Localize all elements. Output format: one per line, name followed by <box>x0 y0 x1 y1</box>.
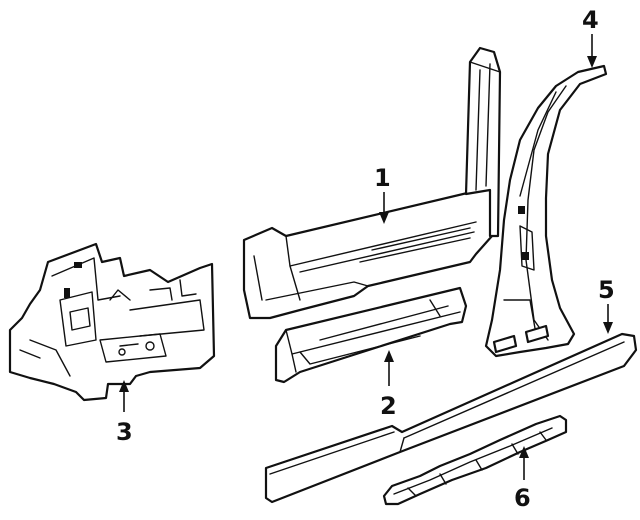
part-1-rocker-outer-panel <box>242 46 502 320</box>
arrowhead-1 <box>379 212 389 224</box>
part-2-sill-reinforcement <box>274 286 468 384</box>
callout-5: 5 <box>598 276 615 304</box>
part-5-rocker-molding <box>264 332 638 504</box>
callout-2: 2 <box>380 392 397 420</box>
callout-labels: 1 2 3 4 5 6 <box>116 6 615 512</box>
callout-1: 1 <box>374 164 391 192</box>
callout-6: 6 <box>514 484 531 512</box>
part-3-inner-side-panel <box>8 242 216 402</box>
arrowhead-3 <box>119 380 129 392</box>
arrowhead-5 <box>603 322 613 334</box>
callout-3: 3 <box>116 418 133 446</box>
leader-lines <box>119 34 613 480</box>
arrowhead-6 <box>519 446 529 458</box>
arrowhead-2 <box>384 350 394 362</box>
part-4-center-pillar <box>484 64 608 358</box>
part-6-lower-bracket <box>382 414 568 506</box>
callout-4: 4 <box>582 6 599 34</box>
arrowhead-4 <box>587 56 597 68</box>
